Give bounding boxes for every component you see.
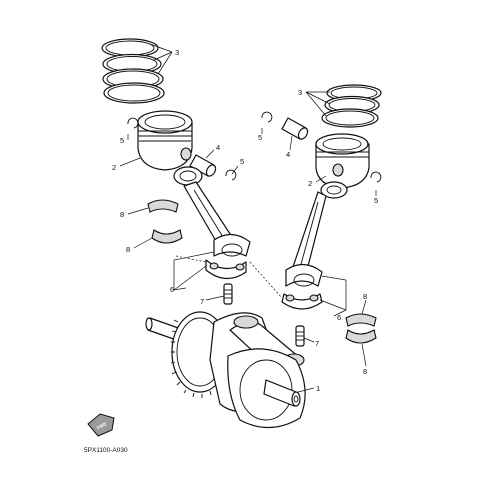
callout-8-right-upper: 8 — [363, 292, 367, 301]
callout-2-right: 2 — [308, 179, 312, 188]
callout-labels: 3 3 5 5 5 5 4 4 2 2 8 8 6 7 6 7 8 8 1 — [112, 48, 378, 393]
callout-6-left: 6 — [170, 285, 174, 294]
diagram-code: 5PX1100-A030 — [84, 447, 128, 454]
callout-4-left: 4 — [216, 143, 220, 152]
piston-pin-clip-left — [127, 117, 139, 129]
piston-rings-right — [321, 84, 382, 128]
forward-arrow-icon: FWD — [87, 413, 115, 437]
bearing-upper-left — [147, 199, 179, 213]
callout-4-right: 4 — [286, 150, 290, 159]
piston-pin-left — [189, 154, 217, 177]
callout-6-right: 6 — [337, 313, 341, 322]
piston-left — [137, 110, 193, 171]
callout-8-right-lower: 8 — [363, 367, 367, 376]
callout-3-left: 3 — [175, 48, 179, 57]
piston-rings-left — [101, 38, 165, 104]
callout-8-left-lower: 8 — [126, 245, 130, 254]
rod-cap-left — [205, 259, 247, 280]
callout-5-right-lower: 5 — [374, 196, 378, 205]
callout-2-left: 2 — [112, 163, 116, 172]
callout-5-mid: 5 — [240, 157, 244, 166]
piston-pin-right — [281, 117, 309, 140]
bearing-upper-right — [345, 313, 377, 327]
bearing-lower-left — [151, 229, 183, 244]
callout-3-right: 3 — [298, 88, 302, 97]
callout-8-left-upper: 8 — [120, 210, 124, 219]
connecting-rod-left — [173, 166, 251, 257]
piston-pin-clip-left-2 — [225, 169, 237, 181]
callout-5-right-upper: 5 — [258, 133, 262, 142]
bearing-lower-right — [345, 329, 377, 344]
rod-cap-right — [281, 293, 323, 310]
rod-bolt-left — [223, 283, 233, 305]
callout-7-left: 7 — [200, 297, 204, 306]
callout-7-right: 7 — [315, 339, 319, 348]
crankshaft — [145, 311, 306, 429]
piston-right — [315, 133, 370, 189]
callout-5-left: 5 — [120, 136, 124, 145]
rod-bolt-right — [295, 325, 305, 347]
fwd-label: FWD — [96, 421, 108, 431]
leader-lines — [119, 43, 377, 393]
piston-pin-clip-right — [261, 111, 382, 183]
callout-1: 1 — [316, 384, 320, 393]
connecting-rod-right — [285, 181, 348, 287]
